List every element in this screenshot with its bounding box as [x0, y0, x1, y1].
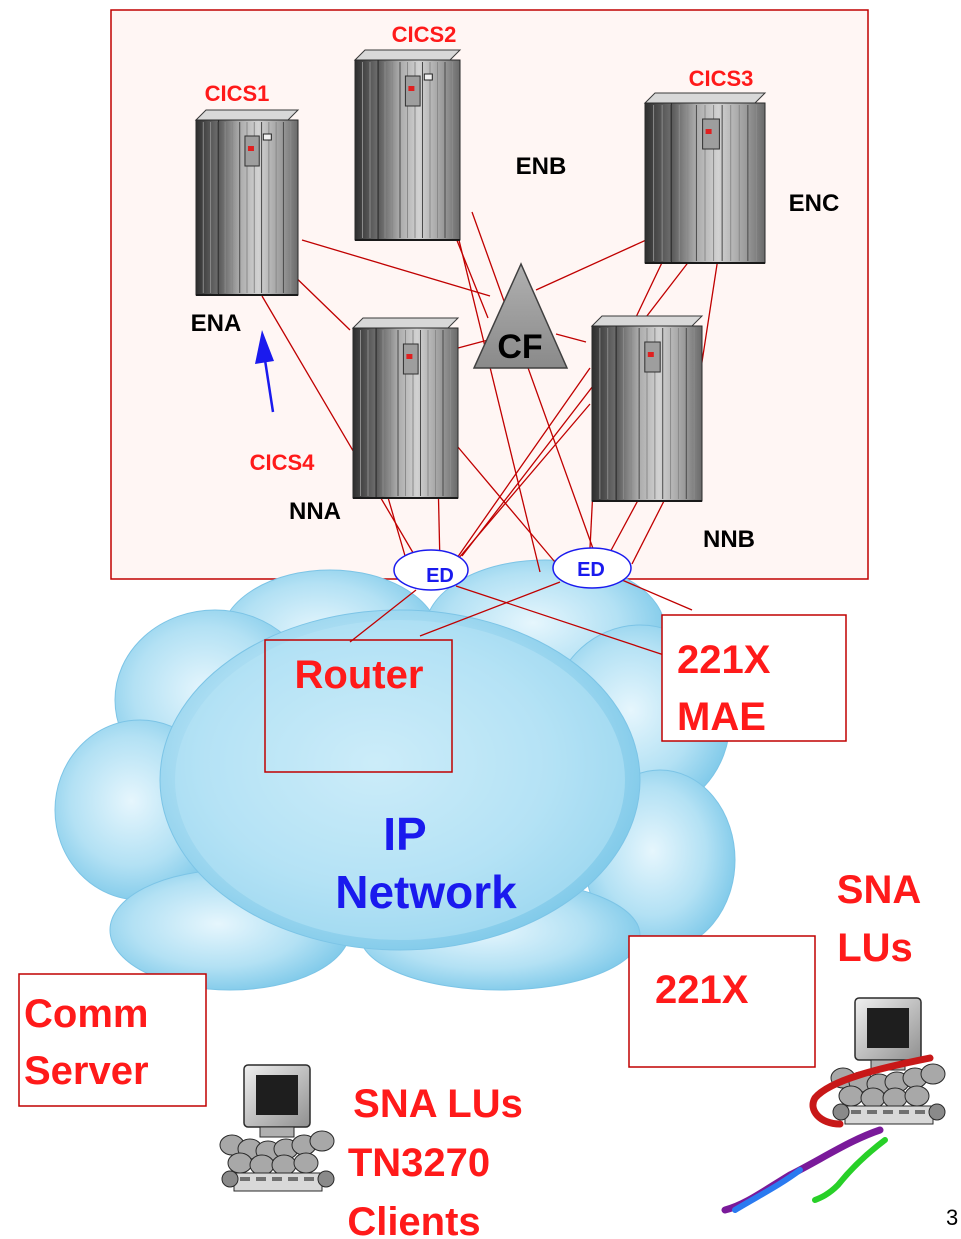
mainframe-cics2: [353, 49, 462, 241]
cf-triangle: [472, 262, 569, 369]
cics4-label: CICS4: [250, 450, 316, 475]
ena-label: ENA: [191, 310, 242, 337]
enterprise-extender-1: ED: [393, 549, 469, 591]
mae-label-line2: MAE: [677, 695, 766, 739]
mainframe-group: [194, 49, 767, 502]
enb-label: ENB: [516, 153, 567, 180]
comm-server-box: Comm Server: [18, 973, 207, 1107]
router-label: Router: [295, 653, 424, 697]
mae-box: 221X MAE: [661, 614, 847, 742]
ed-label-2: ED: [577, 559, 605, 581]
cics4-move-arrow: [255, 330, 275, 413]
tn3270-terminal-icon: [219, 1064, 335, 1192]
comm-server-line1: Comm: [24, 992, 148, 1036]
cics1-label: CICS1: [205, 81, 270, 106]
ed-label-1: ED: [426, 565, 454, 587]
enc-label: ENC: [789, 190, 840, 217]
cics2-label: CICS2: [392, 22, 457, 47]
nna-label: NNA: [289, 498, 341, 525]
sna-connection-squiggles: [721, 1054, 934, 1214]
tn3270-line2: TN3270: [348, 1141, 490, 1185]
sna-terminal-icon: [830, 997, 946, 1125]
cloud-label-line2: Network: [335, 866, 517, 918]
enterprise-extender-2: ED: [552, 547, 632, 589]
mainframe-cics1: [194, 109, 300, 296]
page-number: 3: [946, 1205, 958, 1230]
cloud-label-line1: IP: [383, 808, 426, 860]
sna-lus-line2: LUs: [837, 926, 913, 970]
comm-server-line2: Server: [24, 1049, 149, 1093]
mainframe-nna: [351, 317, 460, 499]
sna-lus-line1: SNA: [837, 868, 921, 912]
cics3-label: CICS3: [689, 66, 754, 91]
branch-221x-box: 221X: [628, 935, 816, 1068]
router-box: Router: [264, 639, 453, 773]
nnb-label: NNB: [703, 526, 755, 553]
cf-label: CF: [497, 328, 542, 366]
mae-label-line1: 221X: [677, 638, 771, 682]
mainframe-nnb: [590, 315, 704, 502]
tn3270-line1: SNA LUs: [353, 1082, 523, 1126]
ip-network-cloud: [54, 559, 736, 991]
branch-221x-label: 221X: [655, 968, 749, 1012]
mainframe-cics3: [643, 92, 767, 264]
terminal-group: [219, 997, 946, 1192]
tn3270-line3: Clients: [347, 1200, 480, 1239]
coupling-facility: CF: [472, 262, 569, 369]
